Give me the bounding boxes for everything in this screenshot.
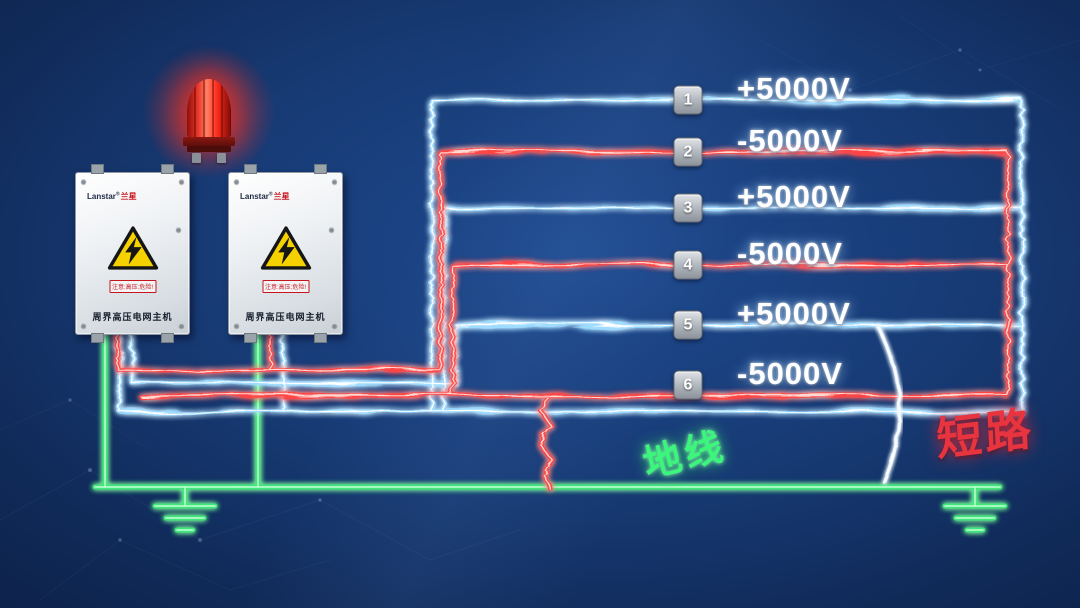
screw [234,179,239,184]
warning-text: 注意:高压:危险! [261,280,310,293]
screw [234,323,239,328]
screw [176,227,181,232]
mount-tab [314,164,327,174]
wire-6-voltage-label: -5000V [737,356,843,391]
mount-tab [161,333,174,343]
screw [81,323,86,328]
device-name: 周界高压电网主机 [245,312,326,322]
beacon-lip [187,146,231,152]
beacon-dome [187,79,231,138]
beacon-foot [217,153,226,163]
brand-label: Lanstar®兰星 [240,191,290,201]
screw [81,179,86,184]
mount-tab [161,164,174,174]
wire-4-voltage-label: -5000V [737,236,843,271]
wire-1-voltage-label: +5000V [737,71,851,106]
screw [329,227,334,232]
warning-text: 注意:高压:危险! [108,280,157,293]
controller-box-1: Lanstar®兰星 注意:高压:危险! 周界高压电网主机 [75,164,190,343]
mount-tab [244,164,257,174]
high-voltage-warning-icon [260,226,311,270]
wire-2-voltage-label: -5000V [737,123,843,158]
wire-1-number-badge: 1 [673,85,703,115]
mount-tab [314,333,327,343]
alarm-beacon [143,46,275,178]
brand-label: Lanstar®兰星 [87,191,137,201]
mount-tab [91,333,104,343]
short-circuit-arc [876,324,902,484]
wire-3-voltage-label: +5000V [737,179,851,214]
wire-2-number-badge: 2 [673,137,703,167]
beacon-foot [192,153,201,163]
wire-5-number-badge: 5 [673,310,703,340]
screw [332,179,337,184]
mount-tab [244,333,257,343]
screw [332,323,337,328]
high-voltage-warning-icon [107,226,158,270]
screw [179,179,184,184]
wire-4-number-badge: 4 [673,250,703,280]
wire-6-number-badge: 6 [673,370,703,400]
ground-wire-label: 地线 [639,425,731,487]
wire-5-voltage-label: +5000V [737,296,851,331]
mount-tab [91,164,104,174]
short-circuit-label: 短路 [935,402,1036,467]
device-name: 周界高压电网主机 [92,312,173,322]
controller-box-2: Lanstar®兰星 注意:高压:危险! 周界高压电网主机 [228,164,343,343]
ground-wire-network [95,333,1005,530]
beacon-base [183,137,235,146]
wire-3-number-badge: 3 [673,193,703,223]
screw [179,323,184,328]
